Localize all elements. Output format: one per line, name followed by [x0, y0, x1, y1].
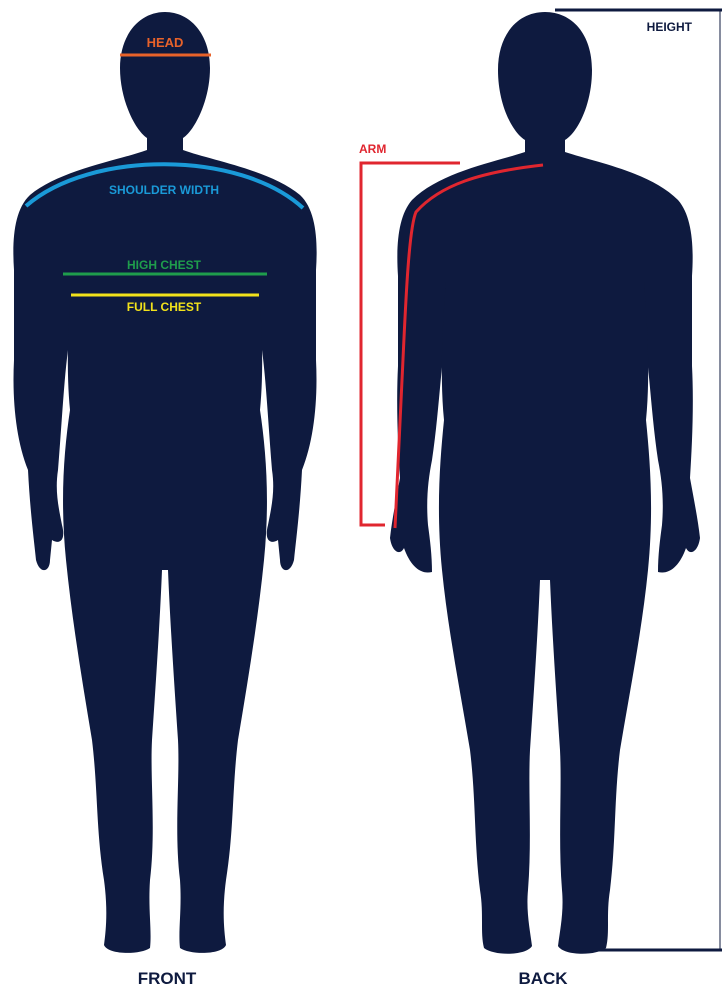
back-head	[498, 12, 592, 160]
back-legs	[439, 282, 651, 954]
front-figure	[13, 12, 316, 953]
high-chest-label: HIGH CHEST	[127, 258, 202, 272]
back-view-caption: BACK	[518, 969, 568, 988]
full-chest-label: FULL CHEST	[127, 300, 202, 314]
front-view-caption: FRONT	[138, 969, 197, 988]
back-figure	[390, 12, 700, 954]
arm-label: ARM	[359, 142, 386, 156]
front-legs	[63, 282, 267, 953]
height-label: HEIGHT	[647, 20, 693, 34]
head-label: HEAD	[147, 35, 184, 50]
shoulder-width-label: SHOULDER WIDTH	[109, 183, 219, 197]
